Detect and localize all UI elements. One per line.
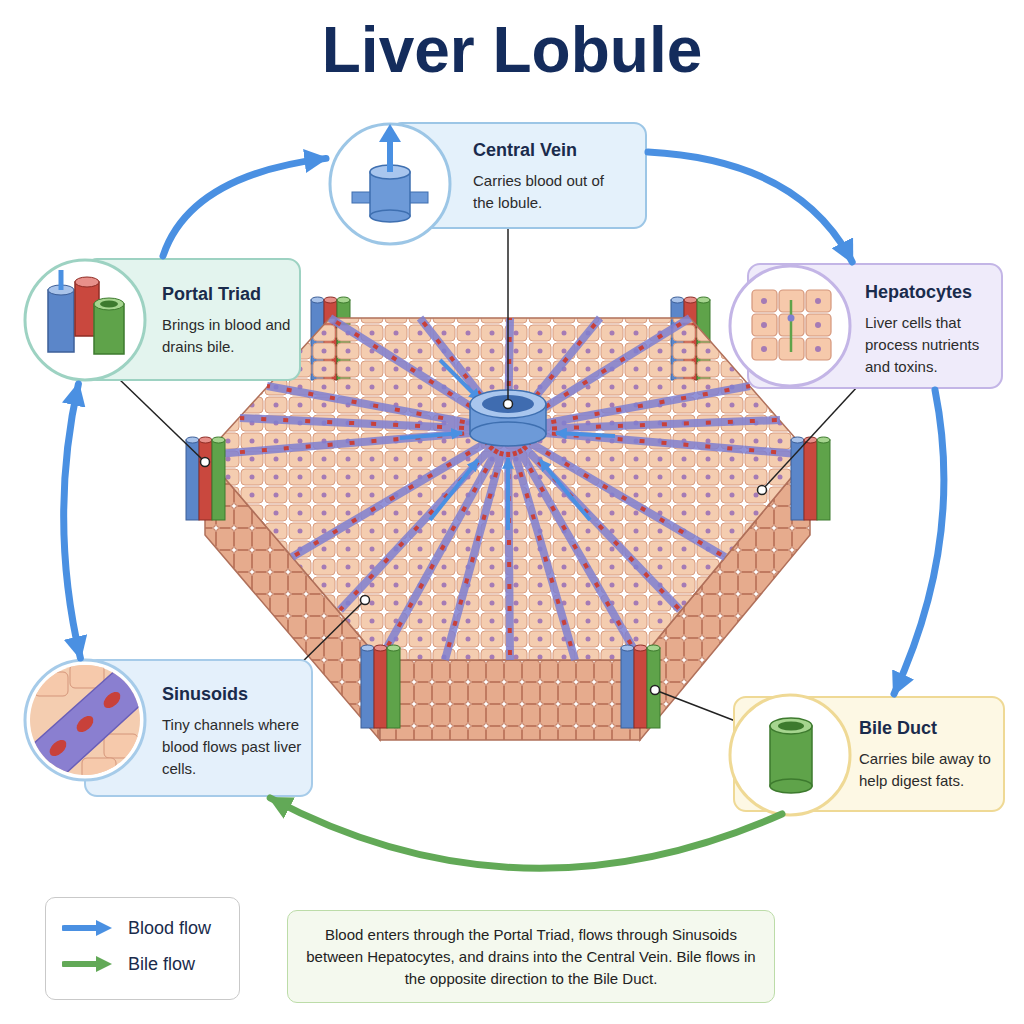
legend-arrow-head (96, 956, 112, 972)
flow-arrow-small (400, 433, 462, 438)
flow-arrow-small (556, 433, 615, 436)
caption-box: Blood enters through the Portal Triad, f… (287, 910, 775, 1003)
callout-box: HepatocytesLiver cells that process nutr… (728, 262, 1004, 390)
icon-circle (730, 266, 850, 386)
leader-dot (361, 596, 370, 605)
flow-arrow-small (430, 460, 478, 520)
legend-row: Blood flow (62, 910, 239, 946)
flow-arrow (163, 158, 326, 256)
leader-dot (504, 400, 513, 409)
leader-dots (201, 400, 767, 695)
callout-heading: Hepatocytes (865, 280, 1000, 304)
leader-line (118, 378, 205, 462)
lobule-side (380, 660, 640, 740)
callout-text: Bile DuctCarries bile away to help diges… (859, 716, 1001, 792)
leader-line (655, 690, 738, 722)
callout-box: SinusoidsTiny channels where blood flows… (22, 658, 314, 798)
leader-dot (758, 486, 767, 495)
icon-circle (330, 124, 450, 244)
flow-arrow-small (440, 360, 480, 400)
legend-box: Blood flowBile flow (45, 897, 240, 1000)
legend-text: Bile flow (128, 954, 195, 975)
leader-dot (201, 458, 210, 467)
callout-heading: Sinusoids (162, 682, 310, 706)
central-vein-base (470, 422, 546, 446)
legend-row: Bile flow (62, 946, 239, 982)
leader-dot (651, 686, 660, 695)
legend-arrow-line (64, 961, 98, 967)
legend-text: Blood flow (128, 918, 211, 939)
callout-heading: Bile Duct (859, 716, 1001, 740)
flow-arrow (894, 390, 944, 694)
callout-text: HepatocytesLiver cells that process nutr… (865, 280, 1000, 378)
flow-arrow (64, 384, 81, 658)
callout-body: Tiny channels where blood flows past liv… (162, 714, 310, 780)
flow-arrow-small (540, 460, 590, 520)
callout-body: Carries bile away to help digest fats. (859, 748, 1001, 792)
icon-circle (25, 660, 145, 780)
callout-text: Portal TriadBrings in blood and drains b… (162, 282, 300, 358)
callout-heading: Central Vein (473, 138, 618, 162)
portal-triad-symbol (621, 645, 660, 728)
icon-circle (25, 260, 145, 380)
callout-box: Bile DuctCarries bile away to help diges… (726, 694, 1006, 814)
callout-text: SinusoidsTiny channels where blood flows… (162, 682, 310, 780)
callout-body: Liver cells that process nutrients and t… (865, 312, 1000, 378)
caption-text: Blood enters through the Portal Triad, f… (298, 924, 764, 990)
flow-arrow-small (506, 458, 510, 530)
leader-lines (118, 226, 858, 722)
legend-arrow (62, 918, 114, 938)
legend-arrow-head (96, 920, 112, 936)
flow-arrow (270, 798, 782, 868)
callout-box: Portal TriadBrings in blood and drains b… (22, 256, 304, 384)
callout-body: Brings in blood and drains bile. (162, 314, 300, 358)
portal-triad-symbol (791, 437, 830, 520)
callout-text: Central VeinCarries blood out of the lob… (473, 138, 618, 214)
title: Liver Lobule (0, 12, 1024, 88)
flow-arrow (648, 152, 852, 262)
leader-line (507, 226, 509, 400)
legend-arrow (62, 954, 114, 974)
callout-heading: Portal Triad (162, 282, 300, 306)
portal-triad-symbol (361, 645, 400, 728)
legend-arrow-line (64, 925, 98, 931)
callout-box: Central VeinCarries blood out of the lob… (326, 120, 648, 248)
leader-line (762, 386, 858, 490)
icon-circle (730, 695, 850, 815)
callout-body: Carries blood out of the lobule. (473, 170, 618, 214)
